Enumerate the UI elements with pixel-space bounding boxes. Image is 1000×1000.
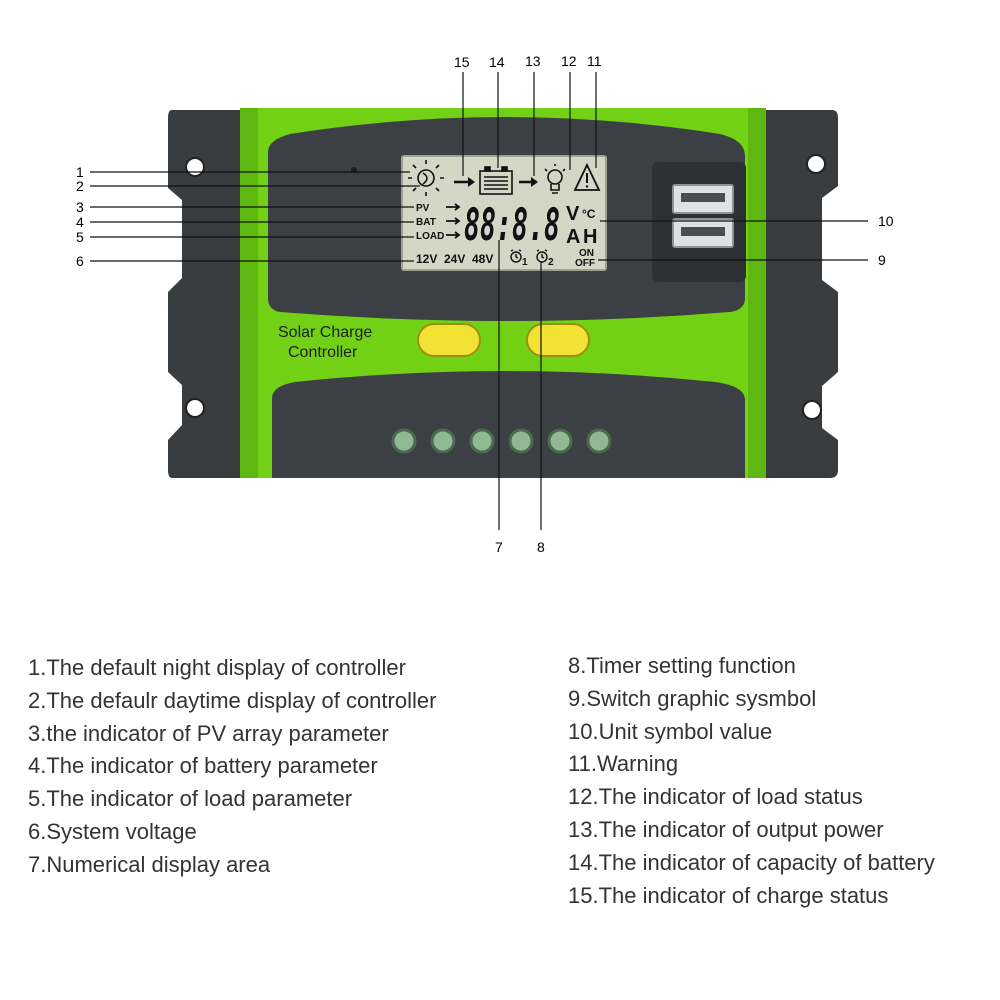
lcd-unit-h: H: [583, 226, 597, 248]
legend-item-5: 5.The indicator of load parameter: [28, 786, 353, 812]
lcd-bat-arrow: [446, 217, 461, 225]
lcd-pv-label: PV: [416, 203, 430, 214]
controller-diagram: Solar Charge Controller: [76, 53, 894, 555]
usb-port-top-tongue: [681, 193, 725, 202]
legend-right-column: 8.Timer setting function 9.Switch graphi…: [568, 650, 935, 912]
callout-9: 9: [878, 252, 886, 268]
callout-14: 14: [489, 54, 505, 70]
housing-right-flange: [760, 110, 838, 478]
terminal-6[interactable]: [586, 428, 612, 454]
left-button[interactable]: [417, 323, 481, 357]
callout-8: 8: [537, 539, 545, 555]
callout-6: 6: [76, 253, 84, 269]
terminal-2[interactable]: [430, 428, 456, 454]
callout-12: 12: [561, 53, 577, 69]
lcd-load-arrow: [446, 231, 461, 239]
terminal-5[interactable]: [547, 428, 573, 454]
lcd-12v: 12V: [416, 252, 437, 266]
terminal-1[interactable]: [391, 428, 417, 454]
callout-7: 7: [495, 539, 503, 555]
output-arrow-head: [531, 177, 538, 187]
usb-port-bottom-tongue: [681, 227, 725, 236]
legend-item-7: 7.Numerical display area: [28, 851, 271, 877]
legend-item-8: 8.Timer setting function: [568, 653, 796, 678]
legend-item-3: 3.the indicator of PV array parameter: [28, 720, 389, 746]
housing-left-flange: [168, 110, 245, 478]
mount-hole-top-right: [806, 154, 826, 174]
legend-left-column: 1.The default night display of controlle…: [28, 652, 436, 882]
callout-1: 1: [76, 164, 84, 180]
lcd-unit-c: °C: [582, 207, 596, 221]
callout-15: 15: [454, 54, 470, 70]
lcd-48v: 48V: [472, 252, 493, 266]
mount-hole-bottom-right: [802, 400, 822, 420]
callout-3: 3: [76, 199, 84, 215]
lcd-pv-arrow: [446, 203, 461, 211]
callout-5: 5: [76, 229, 84, 245]
right-button[interactable]: [526, 323, 590, 357]
legend-item-15: 15.The indicator of charge status: [568, 882, 889, 908]
timer-1-sub: 1: [522, 257, 528, 268]
callout-13: 13: [525, 53, 541, 69]
charge-arrow-head: [468, 177, 475, 187]
legend-item-6: 6.System voltage: [28, 818, 197, 844]
legend-item-12: 12.The indicator of load status: [568, 784, 863, 810]
lcd-load-label: LOAD: [416, 231, 444, 242]
legend-item-13: 13.The indicator of output power: [568, 816, 884, 842]
timer-2-icon: [536, 249, 548, 263]
legend-item-14: 14.The indicator of capacity of battery: [568, 849, 935, 875]
terminal-housing: [272, 371, 745, 478]
mount-hole-bottom-left: [185, 398, 205, 418]
callout-lines: [90, 72, 868, 530]
green-face-shadow-right: [748, 108, 766, 478]
terminal-row: [391, 428, 612, 454]
terminal-3[interactable]: [469, 428, 495, 454]
timer-2-sub: 2: [548, 257, 554, 268]
legend-item-1: 1.The default night display of controlle…: [28, 655, 406, 680]
lcd-bat-label: BAT: [416, 217, 436, 228]
lcd-24v: 24V: [444, 252, 465, 266]
brand-line-1: Solar Charge: [278, 324, 372, 341]
callout-11: 11: [587, 53, 602, 69]
legend-item-9: 9.Switch graphic sysmbol: [568, 685, 817, 711]
lcd-content: PV BAT LOAD 88:8.8 V °C A H 12V 24V 48V …: [408, 160, 601, 269]
lcd-off: OFF: [575, 258, 595, 269]
green-face-shadow: [240, 108, 258, 478]
controller-body: Solar Charge Controller: [168, 108, 838, 478]
mount-hole-top-left: [185, 157, 205, 177]
callout-2: 2: [76, 178, 84, 194]
warning-icon: [573, 162, 601, 191]
sun-moon-icon: [408, 160, 444, 196]
callout-numbers: 1 2 3 4 5 6 7 8 9 10 11 12 13 14 15: [76, 53, 894, 555]
timer-1-icon: [510, 249, 522, 263]
legend-item-10: 10.Unit symbol value: [568, 718, 773, 744]
lcd-digits: 88:8.8: [464, 200, 560, 251]
lcd-on: ON: [579, 248, 594, 259]
legend-item-2: 2.The defaulr daytime display of control…: [28, 687, 437, 713]
callout-10: 10: [878, 213, 894, 229]
lcd-unit-v: V: [566, 203, 580, 225]
legend-item-11: 11.Warning: [568, 751, 679, 777]
brand-line-2: Controller: [288, 344, 358, 361]
lcd-unit-a: A: [566, 226, 580, 248]
legend-item-4: 4.The indicator of battery parameter: [28, 753, 378, 779]
callout-4: 4: [76, 214, 84, 230]
terminal-4[interactable]: [508, 428, 534, 454]
battery-icon: [479, 166, 513, 195]
bulb-icon: [544, 164, 566, 194]
